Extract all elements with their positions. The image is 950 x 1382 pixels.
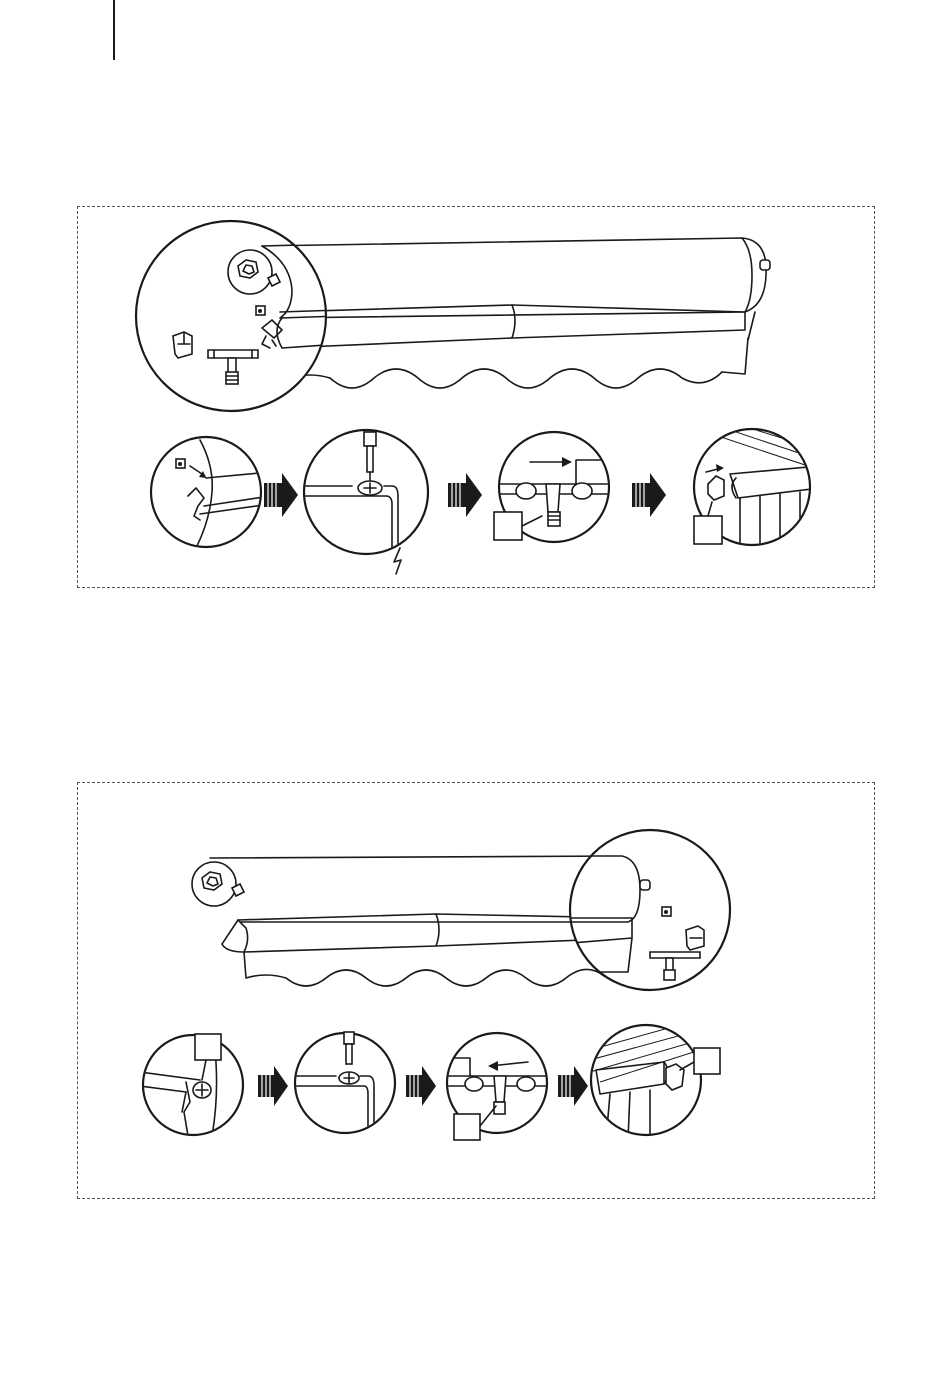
callout-box-4-top (694, 516, 722, 544)
arrow-3-top (632, 473, 666, 517)
step-circle-1-top (151, 437, 270, 548)
detail-circle-end-cap-top (136, 221, 340, 411)
awning-roller-top (262, 238, 770, 388)
arrow-2-top (448, 473, 482, 517)
assembly-panel-bottom (77, 782, 875, 1199)
step-circle-3-top (494, 432, 612, 542)
step-circle-2-top (300, 430, 428, 574)
arrow-1-top (264, 473, 298, 517)
callout-box-3-top (494, 512, 522, 540)
step-circle-4-top (694, 418, 820, 560)
